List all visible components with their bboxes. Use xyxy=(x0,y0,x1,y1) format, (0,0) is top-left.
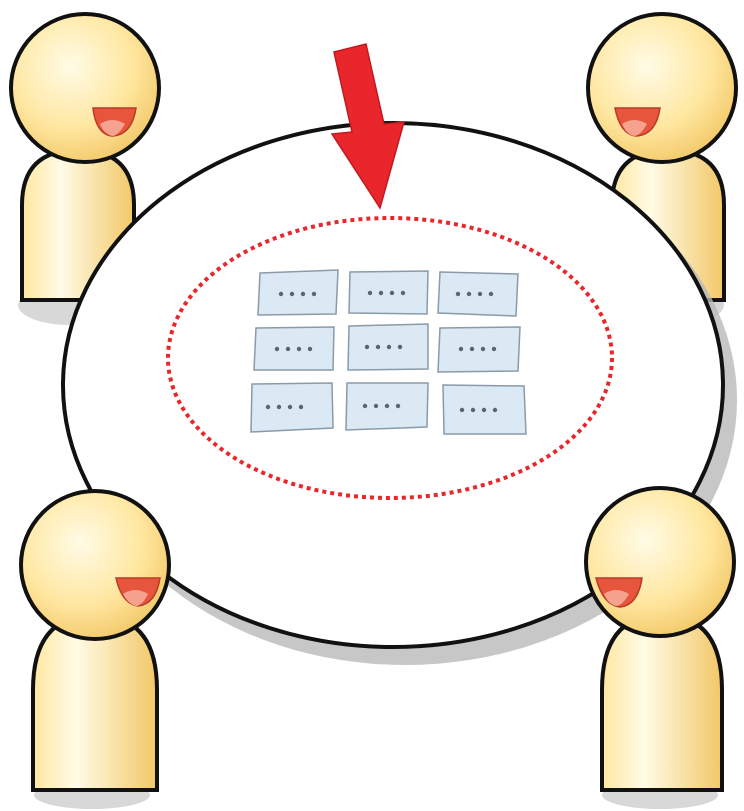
person-icon xyxy=(9,12,161,164)
card-icon xyxy=(437,271,519,317)
card-icon xyxy=(250,382,334,433)
card-icon xyxy=(345,382,429,431)
person-icon xyxy=(19,489,171,809)
card-grid xyxy=(250,269,527,435)
card-icon xyxy=(257,269,339,316)
card-icon xyxy=(347,323,429,371)
card-icon xyxy=(442,384,527,435)
card-icon xyxy=(437,326,521,373)
card-icon xyxy=(348,270,429,315)
person-icon xyxy=(586,12,738,164)
card-icon xyxy=(253,326,335,371)
focus-ring xyxy=(166,216,614,500)
arrow-down-icon xyxy=(330,43,406,210)
person-icon xyxy=(584,486,736,809)
